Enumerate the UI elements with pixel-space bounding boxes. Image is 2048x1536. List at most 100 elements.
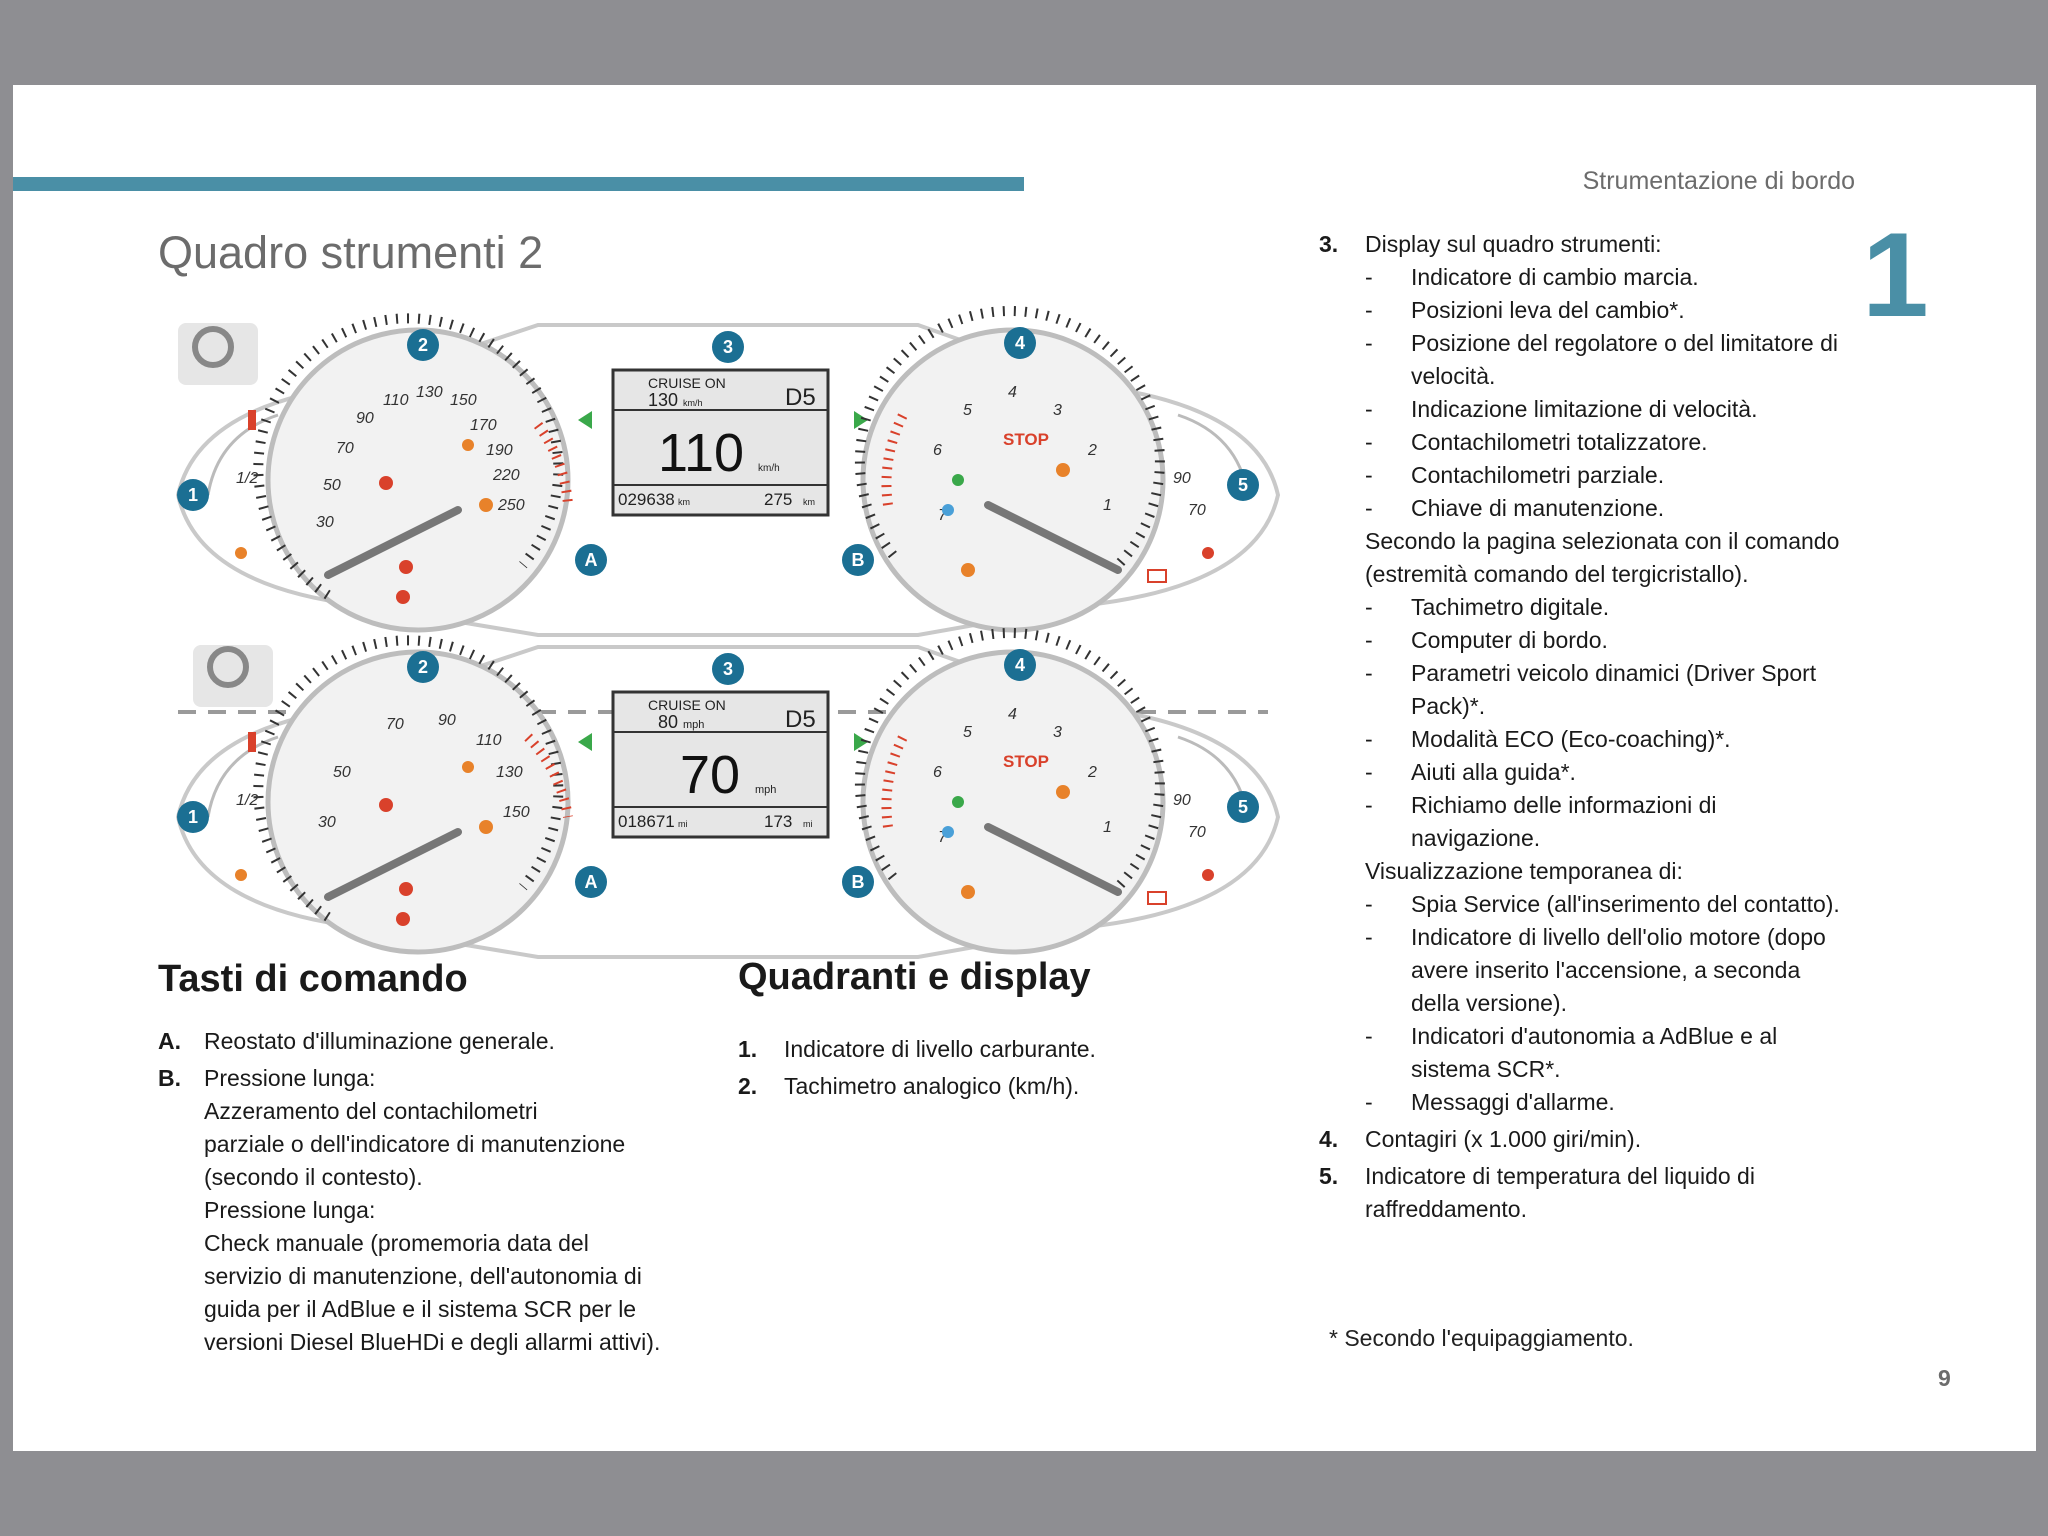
sublist-text: Posizioni leva del cambio*. (1411, 297, 1685, 323)
warning-lamp-icon (479, 820, 493, 834)
bullet-dash: - (1365, 462, 1373, 488)
speed-tick: 130 (496, 764, 523, 781)
callout-4: 4 (1015, 655, 1025, 675)
rpm-tick: 5 (963, 724, 972, 741)
battery-icon (1147, 891, 1167, 905)
speed-tick: 150 (503, 804, 530, 821)
speed-tick: 30 (316, 514, 334, 531)
sublist-item: -Parametri veicolo dinamici (Driver Spor… (1319, 657, 1849, 723)
bullet-dash: - (1365, 429, 1373, 455)
speed-tick: 90 (438, 712, 456, 729)
bullet-dash: - (1365, 1023, 1373, 1049)
sublist-item: - Posizioni leva del cambio*. (1319, 294, 1849, 327)
sublist-text: Modalità ECO (Eco-coaching)*. (1411, 726, 1731, 752)
sublist-text: Indicatore di livello dell'olio motore (… (1411, 924, 1826, 1016)
sublist-text: Parametri veicolo dinamici (Driver Sport… (1411, 660, 1817, 719)
sublist-text: Contachilometri parziale. (1411, 462, 1665, 488)
fuel-red-zone (248, 410, 256, 430)
callout-a-marker (575, 544, 607, 576)
bullet-dash: - (1365, 759, 1373, 785)
item-line: versioni Diesel BlueHDi e degli allarmi … (204, 1329, 661, 1355)
bullet-dash: - (1365, 891, 1373, 917)
central-display (611, 690, 830, 839)
callout-3: 3 (723, 337, 733, 357)
item-line: guida per il AdBlue e il sistema SCR per… (204, 1296, 637, 1322)
item-text: Indicatore di livello carburante. (784, 1036, 1096, 1062)
cruise-speed: 80 (658, 712, 678, 732)
manual-page: Strumentazione di bordo 1 Quadro strumen… (13, 85, 2036, 1451)
sublist-item: -Modalità ECO (Eco-coaching)*. (1319, 723, 1849, 756)
bullet-dash: - (1365, 627, 1373, 653)
parking-brake-icon (399, 560, 413, 574)
controls-heading: Tasti di comando (158, 958, 468, 1000)
speed-tick: 50 (333, 764, 351, 781)
warning-lamp-icon (379, 798, 393, 812)
rpm-tick: 4 (1008, 384, 1017, 401)
rpm-tick: 3 (1053, 724, 1062, 741)
item-key: 2. (738, 1073, 758, 1099)
speed-tick: 70 (336, 440, 354, 457)
sublist-item: -Indicatore di cambio marcia. (1319, 261, 1849, 294)
rpm-tick: 4 (1008, 706, 1017, 723)
gear-indicator: D5 (785, 706, 816, 733)
speed-tick: 70 (386, 716, 404, 733)
page-number: 9 (1938, 1365, 1951, 1391)
callout-1: 1 (188, 807, 198, 827)
header-accent-bar (13, 177, 1024, 191)
stop-warning: STOP (1003, 752, 1049, 771)
service-unit: mi (803, 819, 813, 829)
engine-icon (1056, 463, 1070, 477)
sublist-item: -Chiave di manutenzione. (1319, 492, 1849, 525)
turn-left-arrow-icon (578, 411, 592, 429)
odometer: 029638 (618, 490, 675, 509)
dials-list: 1. Indicatore di livello carburante. 2. … (738, 1033, 1198, 1103)
temp-tick: 90 (1173, 792, 1191, 809)
steering-wheel-icon (178, 323, 258, 385)
speed-tick: 190 (486, 442, 513, 459)
sublist-item: -Posizione del regolatore o del limitato… (1319, 327, 1849, 393)
main-beam-icon (942, 826, 954, 838)
speed-tick: 150 (450, 392, 477, 409)
callout-1-marker (177, 479, 209, 511)
sublist-item: -Indicatori d'autonomia a AdBlue e al si… (1319, 1020, 1849, 1086)
speed-tick: 30 (318, 814, 336, 831)
speedometer-needle (324, 506, 462, 579)
callout-4-marker (1004, 649, 1036, 681)
controls-list: A. Reostato d'illuminazione generale. B.… (158, 1025, 718, 1359)
bullet-dash: - (1365, 297, 1373, 323)
fuel-half-label: 1/2 (236, 792, 258, 809)
speed-tick: 90 (356, 410, 374, 427)
speed-tick: 50 (323, 477, 341, 494)
callout-3-marker (712, 653, 744, 685)
sublist-text: Indicazione limitazione di velocità. (1411, 396, 1758, 422)
turn-right-arrow-icon (854, 411, 868, 429)
central-display (611, 368, 830, 517)
sublist-text: Posizione del regolatore o del limitator… (1411, 330, 1839, 389)
speed-tick: 220 (492, 467, 520, 484)
speedometer-dial (265, 649, 571, 955)
callout-3: 3 (723, 659, 733, 679)
item-line: Pressione lunga: (204, 1065, 376, 1091)
callout-b: B (852, 550, 865, 570)
item-line: Azzeramento del contachilometri (204, 1098, 538, 1124)
callout-4: 4 (1015, 333, 1025, 353)
sublist-item: -Spia Service (all'inserimento del conta… (1319, 888, 1849, 921)
item-text: Pressione lunga: Azzeramento del contach… (204, 1062, 718, 1359)
callout-a-marker (575, 866, 607, 898)
callout-b-marker (842, 544, 874, 576)
list-item: 1. Indicatore di livello carburante. (738, 1033, 1198, 1066)
service-distance: 173 (764, 812, 792, 831)
item-key: 4. (1319, 1126, 1339, 1152)
service-wrench-icon (462, 761, 474, 773)
sublist-text: Tachimetro digitale. (1411, 594, 1610, 620)
item-text: Tachimetro analogico (km/h). (784, 1073, 1080, 1099)
sublist-item: -Aiuti alla guida*. (1319, 756, 1849, 789)
temp-tick: 70 (1188, 502, 1206, 519)
turn-left-arrow-icon (578, 733, 592, 751)
item-line: (secondo il contesto). (204, 1164, 423, 1190)
chapter-number: 1 (1862, 208, 1929, 342)
callout-a: A (585, 550, 598, 570)
odometer: 018671 (618, 812, 675, 831)
callout-5: 5 (1238, 797, 1248, 817)
temp-warning-lamp (1202, 869, 1214, 881)
